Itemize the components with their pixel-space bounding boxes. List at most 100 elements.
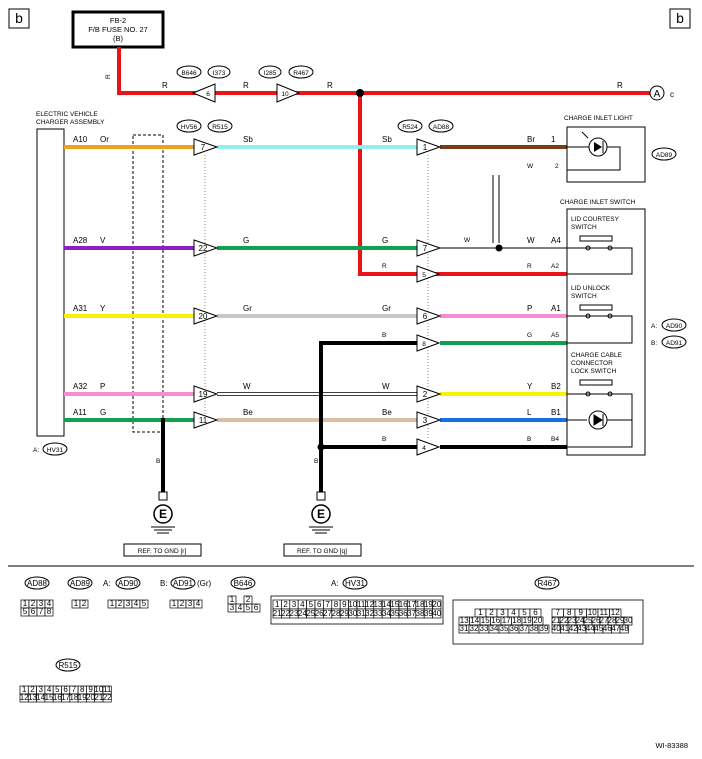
connector-cell — [193, 599, 203, 609]
switch-conn-b-prefix: B: — [651, 340, 657, 347]
svg-text:B646: B646 — [181, 70, 197, 77]
svg-text:A2: A2 — [551, 263, 559, 270]
connector-pin: 9 — [579, 608, 584, 617]
connector-pin: 24 — [298, 609, 307, 618]
connector-pin: 2 — [118, 599, 123, 608]
connector-pin: 5 — [55, 685, 60, 694]
connector-pin: 1 — [110, 599, 115, 608]
connector-cell — [251, 603, 261, 613]
inline-connector-r467: I285 R467 10 — [258, 65, 314, 103]
connector-pin: 4 — [300, 600, 305, 609]
connector-pin: 7 — [72, 685, 77, 694]
connector-pin: 47 — [611, 624, 620, 633]
connector-pin: 4 — [47, 599, 52, 608]
white-branch — [440, 175, 567, 249]
pin-number: 19 — [199, 390, 208, 399]
connector-pin: 43 — [577, 624, 586, 633]
connector-pin: 3 — [500, 608, 505, 617]
ccc-title-3: LOCK SWITCH — [571, 368, 616, 375]
connector-pin: 18 — [69, 693, 78, 702]
pin-number: 11 — [199, 416, 208, 425]
connector-pin: 19 — [424, 600, 433, 609]
svg-text:B: B — [527, 436, 531, 443]
connector-pin: 26 — [592, 616, 601, 625]
connector-pin: 4 — [47, 685, 52, 694]
connector-pin: 17 — [61, 693, 70, 702]
connector-pin: 8 — [47, 607, 52, 616]
connector-pin: 6 — [63, 685, 68, 694]
connector-pin: 15 — [481, 616, 490, 625]
connector-pin: 3 — [292, 600, 297, 609]
connector-pin: 5 — [246, 603, 251, 612]
wire-code: P — [527, 304, 532, 313]
svg-text:E: E — [159, 507, 167, 521]
switch-symbols — [567, 235, 633, 448]
svg-text:B:: B: — [160, 579, 168, 588]
offpage-connector — [649, 85, 665, 101]
wire-code: R — [105, 74, 112, 79]
charge-inlet-light-conn: AD89 — [656, 152, 673, 159]
wire-code: Sb — [382, 135, 392, 144]
pin-number: 7 — [201, 143, 206, 152]
connector-label: AD90 — [118, 579, 139, 588]
wire-code: P — [100, 382, 105, 391]
connector-pin: 21 — [273, 609, 282, 618]
connector-pin: 22 — [560, 616, 569, 625]
charge-inlet-light-box — [566, 126, 646, 183]
svg-text:E: E — [317, 507, 325, 521]
lid-unlock-title: LID UNLOCK — [571, 285, 611, 292]
charger-assembly — [36, 128, 65, 437]
connector-pin: 13 — [374, 600, 383, 609]
connector-pin: 25 — [306, 609, 315, 618]
wire-code: Be — [382, 408, 392, 417]
connector-pin: 1 — [478, 608, 483, 617]
svg-text:G: G — [527, 332, 532, 339]
connector-pin: 35 — [500, 624, 509, 633]
connector-pin: 30 — [624, 616, 633, 625]
connector-pin: 38 — [416, 609, 425, 618]
connector-tag — [24, 576, 50, 590]
connector-pin: 10 — [588, 608, 597, 617]
wire-code: Y — [527, 382, 533, 391]
connector-pin: 34 — [490, 624, 499, 633]
fuse-label-1: FB-2 — [110, 16, 126, 25]
connector-label: AD89 — [70, 579, 91, 588]
svg-text:B: B — [382, 436, 386, 443]
connector-pin: 11 — [103, 685, 112, 694]
connector-pin: 18 — [416, 600, 425, 609]
connector-pin: 27 — [323, 609, 332, 618]
connector-pin: 7 — [325, 600, 330, 609]
connector-pin: 25 — [584, 616, 593, 625]
splice-dot — [356, 89, 364, 97]
connector-pin: 2 — [246, 595, 251, 604]
connector-pin: 6 — [254, 603, 259, 612]
terminal-label: A28 — [73, 236, 88, 245]
splice-dot — [317, 443, 325, 451]
pin-arrow — [193, 239, 219, 257]
connector-pin: 2 — [31, 599, 36, 608]
connector-tag — [230, 576, 256, 590]
connector-pin: 32 — [365, 609, 374, 618]
connector-pin: 40 — [552, 624, 561, 633]
connector-pin: 2 — [489, 608, 494, 617]
connector-pin: 1 — [74, 599, 79, 608]
connector-label: HV31 — [345, 579, 366, 588]
connector-pin: 11 — [600, 608, 609, 617]
pin-number: 7 — [423, 244, 428, 253]
pin-arrow — [416, 239, 442, 257]
connector-pin: 3 — [188, 599, 193, 608]
connector-pin: 36 — [510, 624, 519, 633]
connector-tag — [55, 658, 81, 672]
connector-pin: 15 — [390, 600, 399, 609]
connector-tag — [67, 576, 93, 590]
connector-pin: 4 — [196, 599, 201, 608]
connector-pin: 16 — [491, 616, 500, 625]
wire-code: W — [527, 163, 534, 170]
connector-pin: 12 — [611, 608, 620, 617]
ground-symbol-r: E REF. TO GND [r] — [123, 491, 202, 557]
connector-cell — [102, 693, 112, 703]
connector-pin: 16 — [399, 600, 408, 609]
connector-pin: 1 — [172, 599, 177, 608]
